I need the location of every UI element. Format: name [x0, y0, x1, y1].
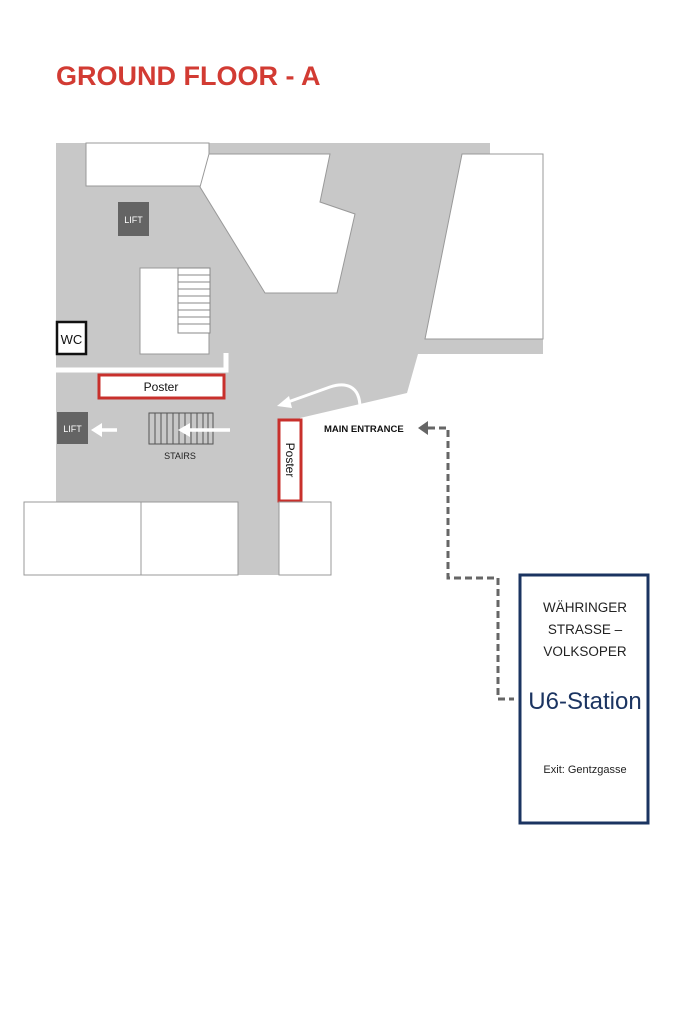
station-line-label: U6-Station — [528, 688, 641, 715]
room-bottom-2 — [140, 501, 239, 576]
poster-horizontal-label: Poster — [144, 380, 179, 394]
page-title: GROUND FLOOR - A — [56, 61, 320, 91]
staircase-upper — [139, 267, 211, 355]
building-block-right — [424, 153, 544, 340]
walking-route — [418, 421, 514, 701]
arrow-to-lift-icon — [91, 423, 117, 437]
entrance-arrow-icon — [277, 383, 362, 409]
lift-bottom-label: LIFT — [63, 424, 82, 434]
wall-line — [56, 353, 229, 373]
arrow-to-stairs-icon — [178, 423, 230, 437]
room-top-left — [85, 142, 210, 187]
u6-station-box[interactable] — [518, 573, 650, 825]
floor-area — [56, 143, 543, 575]
station-name-line3: VOLKSOPER — [543, 644, 627, 659]
lift-top[interactable] — [118, 202, 149, 236]
route-arrow-icon — [418, 421, 428, 435]
poster-horizontal[interactable] — [97, 373, 226, 400]
lift-top-label: LIFT — [124, 215, 143, 225]
wc-box[interactable] — [55, 320, 88, 356]
station-name-line2: STRASSE – — [548, 622, 623, 637]
stairs-label: STAIRS — [164, 451, 196, 461]
building-block-center — [199, 153, 356, 294]
room-bottom-3 — [278, 501, 332, 576]
main-entrance-label: MAIN ENTRANCE — [324, 424, 404, 435]
poster-vertical[interactable] — [277, 418, 303, 503]
lift-bottom[interactable] — [57, 412, 88, 444]
room-bottom-1 — [23, 501, 142, 576]
station-name-line1: WÄHRINGER — [543, 600, 627, 615]
station-exit-label: Exit: Gentzgasse — [543, 764, 626, 776]
wc-label: WC — [61, 332, 83, 347]
poster-vertical-label: Poster — [283, 443, 297, 478]
